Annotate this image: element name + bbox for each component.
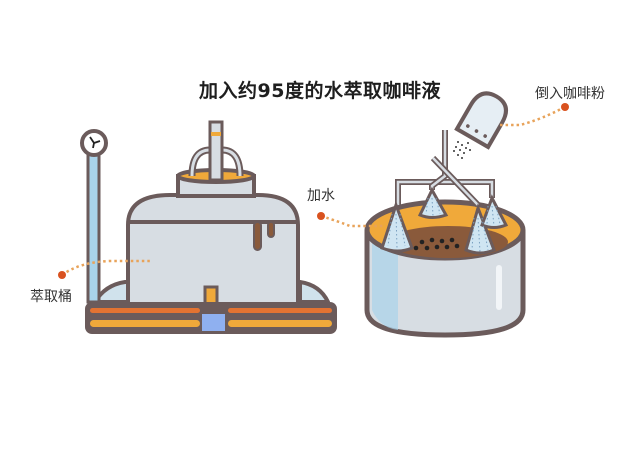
label-extraction-tank: 萃取桶 — [30, 289, 72, 305]
leader-lines — [61, 105, 566, 277]
label-add-water: 加水 — [307, 188, 335, 204]
brewing-pot — [364, 91, 526, 338]
label-add-coffee-powder: 倒入咖啡粉 — [535, 86, 605, 102]
diagram-title: 加入约95度的水萃取咖啡液 — [199, 80, 441, 102]
extraction-tank — [80, 120, 337, 334]
